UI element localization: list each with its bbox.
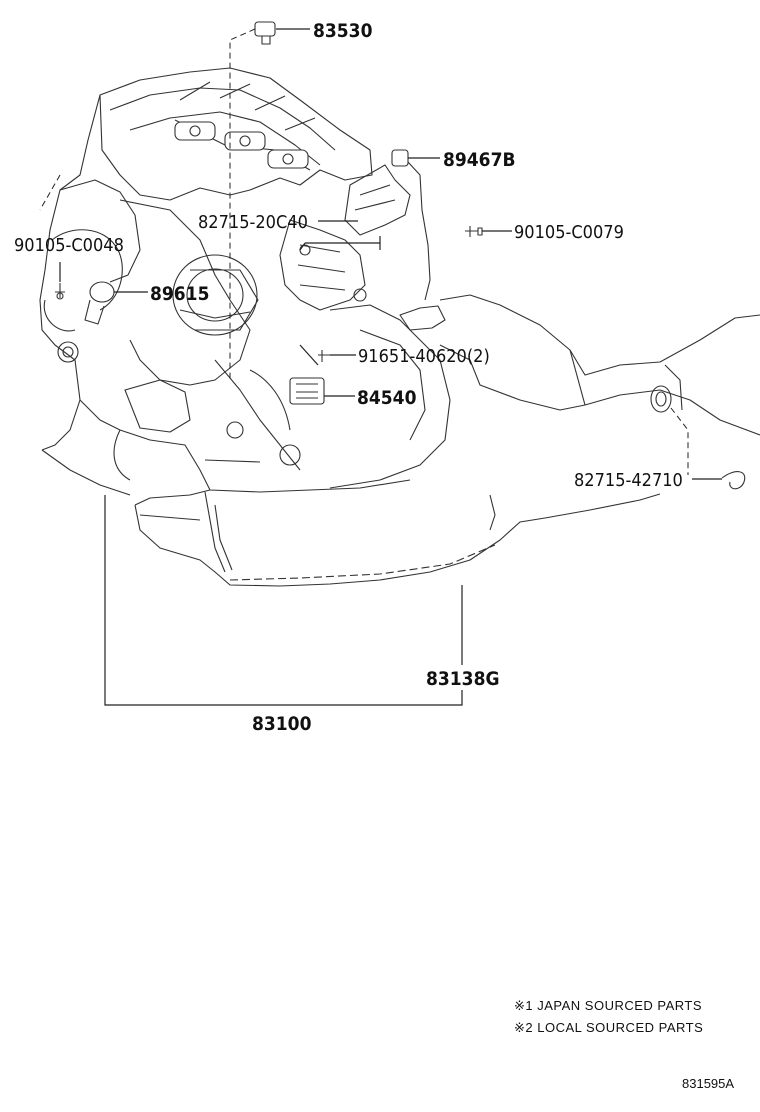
note-japan-sourced: ※1 JAPAN SOURCED PARTS [514, 998, 703, 1013]
label-83138G: 83138G [426, 668, 500, 690]
label-82715-20C40: 82715-20C40 [198, 212, 308, 233]
diagram-code: 831595A [682, 1076, 735, 1091]
label-82715-42710: 82715-42710 [574, 470, 683, 491]
part-labels: 83530 89467B 82715-20C40 90105-C0079 901… [14, 20, 683, 735]
label-91651-40620: 91651-40620(2) [358, 346, 490, 367]
leader-lines [39, 28, 722, 706]
sensor-parts-illustration [55, 21, 746, 490]
label-83100: 83100 [252, 713, 312, 735]
note-local-sourced: ※2 LOCAL SOURCED PARTS [514, 1020, 704, 1035]
label-83530: 83530 [313, 20, 373, 42]
label-89615: 89615 [150, 283, 209, 305]
label-90105-C0079: 90105-C0079 [514, 222, 624, 243]
label-84540: 84540 [357, 387, 417, 409]
label-89467B: 89467B [443, 149, 516, 171]
engine-illustration [39, 67, 451, 496]
exhaust-pipe-illustration [439, 294, 760, 436]
label-90105-C0048: 90105-C0048 [14, 235, 124, 256]
oil-pan-illustration [134, 489, 661, 587]
